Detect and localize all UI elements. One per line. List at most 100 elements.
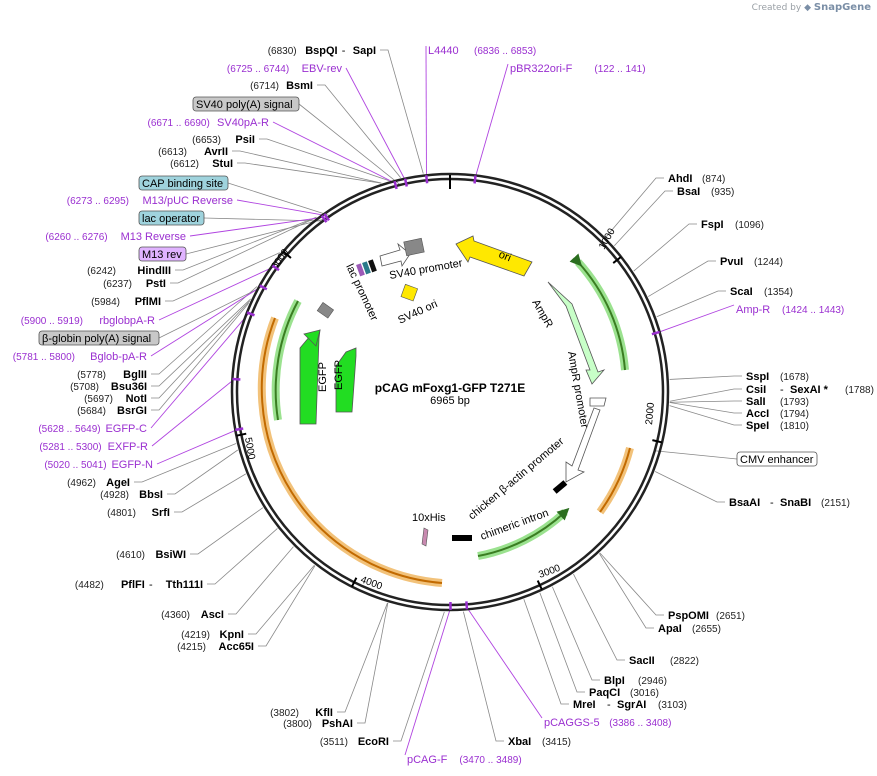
egfp-feature-2[interactable] (335, 347, 357, 413)
site-name-xbai: XbaI (508, 736, 531, 748)
site-pos-ahdi: (874) (702, 174, 725, 185)
site-name-kpni: KpnI (220, 629, 244, 641)
site-name-scai: ScaI (730, 286, 753, 298)
feature-box-leader (298, 103, 400, 185)
primer-range-ebv-rev: (6725 .. 6744) (227, 64, 289, 75)
primer-m13-puc-reverse: M13/pUC Reverse (143, 195, 233, 207)
primer-site-marker (271, 264, 280, 272)
credit-prefix: Created by (751, 3, 802, 13)
insert-arc (260, 317, 443, 584)
his-tag-feature[interactable] (421, 527, 429, 547)
site-pos-asci: (4360) (161, 610, 190, 621)
leader-bsrgi (151, 303, 249, 411)
intron-arc (477, 507, 570, 557)
feature-box-leader (227, 182, 330, 216)
primer-pcaggs-5: pCAGGS-5 (544, 717, 600, 729)
tick-2000 (652, 439, 663, 444)
feature-box-cap[interactable]: CAP binding site (138, 175, 229, 191)
leader-srfi (174, 473, 247, 513)
site-pos-bsaai: (2151) (821, 498, 850, 509)
leader-bspqi (380, 49, 424, 174)
site-name-mrei: MreI (573, 699, 596, 711)
site-name-spei: SpeI (746, 420, 769, 432)
leader-acc65i (258, 565, 316, 647)
egfp-arc (274, 300, 299, 421)
site-pos-paqci: (3016) (630, 688, 659, 699)
site-name-bspqi: BspQI (305, 45, 337, 57)
primer-site-marker (393, 180, 398, 190)
chicken-actin-promoter-feature[interactable] (565, 407, 601, 483)
egfp-label-2: EGFP (333, 360, 345, 390)
leader-psii (259, 138, 390, 182)
sv40-ori-feature[interactable] (400, 283, 419, 302)
leader-bglii (151, 286, 258, 375)
primer-leader-lines (150, 45, 735, 756)
site-name-hindiii: HindIII (137, 265, 171, 277)
primer-site-marker (235, 427, 244, 432)
site-name-asci: AscI (201, 609, 224, 621)
leader-bsiwi (190, 507, 264, 555)
primer-leader-m13-puc-reverse (236, 199, 326, 216)
primer-leader-pcag-f (404, 607, 451, 756)
feature-box-bg (38, 330, 160, 346)
egfp-label-1: EGFP (317, 362, 329, 392)
feature-box-sv40-polyA[interactable]: SV40 poly(A) signal (192, 96, 300, 112)
feature-box-m13-rev[interactable]: M13 rev (138, 246, 187, 262)
site-pos-agei: (4962) (67, 478, 96, 489)
ampr-promoter-feature[interactable] (589, 397, 607, 407)
site-pos-blpi: (2946) (638, 676, 667, 687)
site-name-stui: StuI (212, 158, 233, 170)
primer-amp-r: Amp-R (736, 304, 770, 316)
chimeric-intron-label: chimeric intron (479, 507, 550, 543)
primer-range-sv40pa-r: (6671 .. 6690) (148, 118, 210, 129)
site-name-sacii: SacII (629, 655, 655, 667)
credit-brand: SnapGene (813, 2, 871, 13)
egfp-arrowhead-1 (303, 329, 321, 347)
site-pos-fspi: (1096) (735, 220, 764, 231)
primer-egfp-c: EGFP-C (105, 423, 147, 435)
site-pos-ecori: (3511) (320, 737, 348, 748)
primer-site-marker (259, 284, 268, 291)
feature-box-label: SV40 poly(A) signal (196, 99, 293, 111)
site-name-agei: AgeI (106, 477, 130, 489)
ampr-feature[interactable] (547, 281, 606, 385)
feature-box-beta-globin[interactable]: β-globin poly(A) signal (38, 330, 160, 346)
feature-box-leader (655, 450, 738, 460)
site-pos-csii: (1788) (845, 385, 874, 396)
feature-box-leader (185, 218, 324, 255)
primer-range-m13-puc-reverse: (6273 .. 6295) (67, 196, 129, 207)
primer-pbr322ori-f: pBR322ori-F (510, 63, 573, 75)
site-pos-pflmi: (5984) (91, 297, 120, 308)
feature-box-bg (138, 210, 205, 226)
lac-promoter-feature[interactable] (316, 302, 335, 319)
primer-range-bglob-pa-r: (5781 .. 5800) (13, 352, 75, 363)
leader-bsmi (317, 84, 401, 178)
feature-box-cmv[interactable]: CMV enhancer (736, 451, 818, 467)
site-name-psii: PsiI (235, 134, 255, 146)
sv40-promoter-feature[interactable] (379, 242, 411, 268)
feature-box-bg (736, 451, 818, 467)
leader-agei (134, 443, 237, 483)
primer-leader-m13-reverse (189, 216, 324, 237)
site-pos-pshai: (3800) (283, 719, 312, 730)
leader-psti (170, 217, 316, 284)
site-pos-bsiwi: (4610) (116, 550, 145, 561)
leader-scai (656, 290, 726, 318)
cmv-halo-arc (596, 446, 634, 515)
primer-leader-sv40pa-r (272, 121, 396, 184)
primer-m13-reverse: M13 Reverse (121, 231, 186, 243)
site-pos-bsrgi: (5684) (77, 406, 106, 417)
primer-site-marker (651, 330, 660, 336)
primer-leader-pcaggs-5 (466, 607, 543, 719)
site-pos-psii: (6653) (192, 135, 221, 146)
feature-box-label: lac operator (142, 213, 200, 225)
feature-box-lac-operator[interactable]: lac operator (138, 210, 205, 226)
ori-feature[interactable] (455, 235, 533, 277)
feature-box-bg (138, 246, 187, 262)
leader-spei (669, 405, 742, 426)
site-name-bglii: BglII (123, 369, 147, 381)
site-pos-pflfi: (4482) (75, 580, 104, 591)
site-name-bsaai: BsaAI (729, 497, 760, 509)
site-extra-sapi: SapI (353, 45, 376, 57)
